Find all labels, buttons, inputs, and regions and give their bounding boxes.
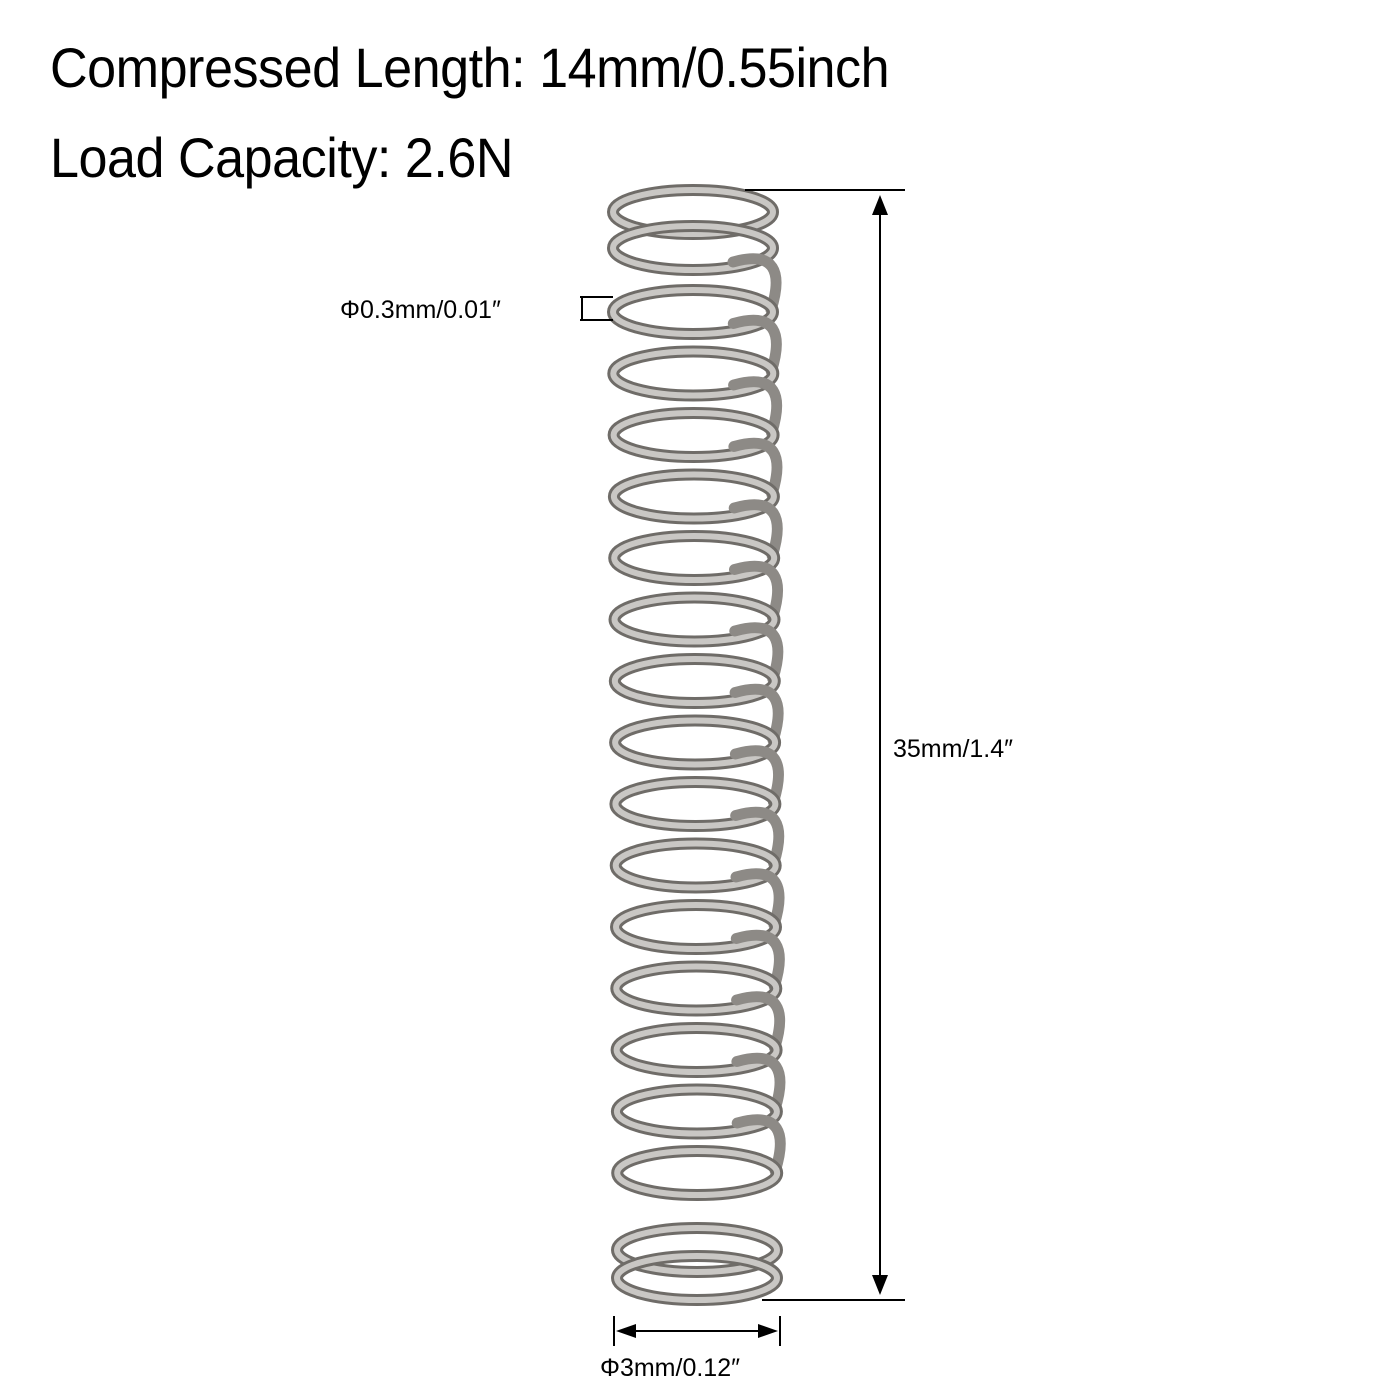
arrow-right-icon [758, 1324, 778, 1338]
load-capacity-spec: Load Capacity: 2.6N [50, 126, 514, 189]
arrow-up-icon [872, 195, 888, 215]
wire-diameter-dimension [580, 296, 613, 321]
free-length-label: 35mm/1.4″ [893, 735, 1014, 763]
outer-diameter-dimension [613, 1316, 781, 1346]
arrow-down-icon [872, 1275, 888, 1295]
outer-diameter-label: Φ3mm/0.12″ [600, 1354, 740, 1382]
arrow-left-icon [616, 1324, 636, 1338]
compressed-length-spec: Compressed Length: 14mm/0.55inch [50, 36, 890, 99]
free-length-dimension [745, 189, 905, 1301]
spring-icon [607, 184, 786, 1306]
wire-diameter-label: Φ0.3mm/0.01″ [340, 296, 501, 324]
